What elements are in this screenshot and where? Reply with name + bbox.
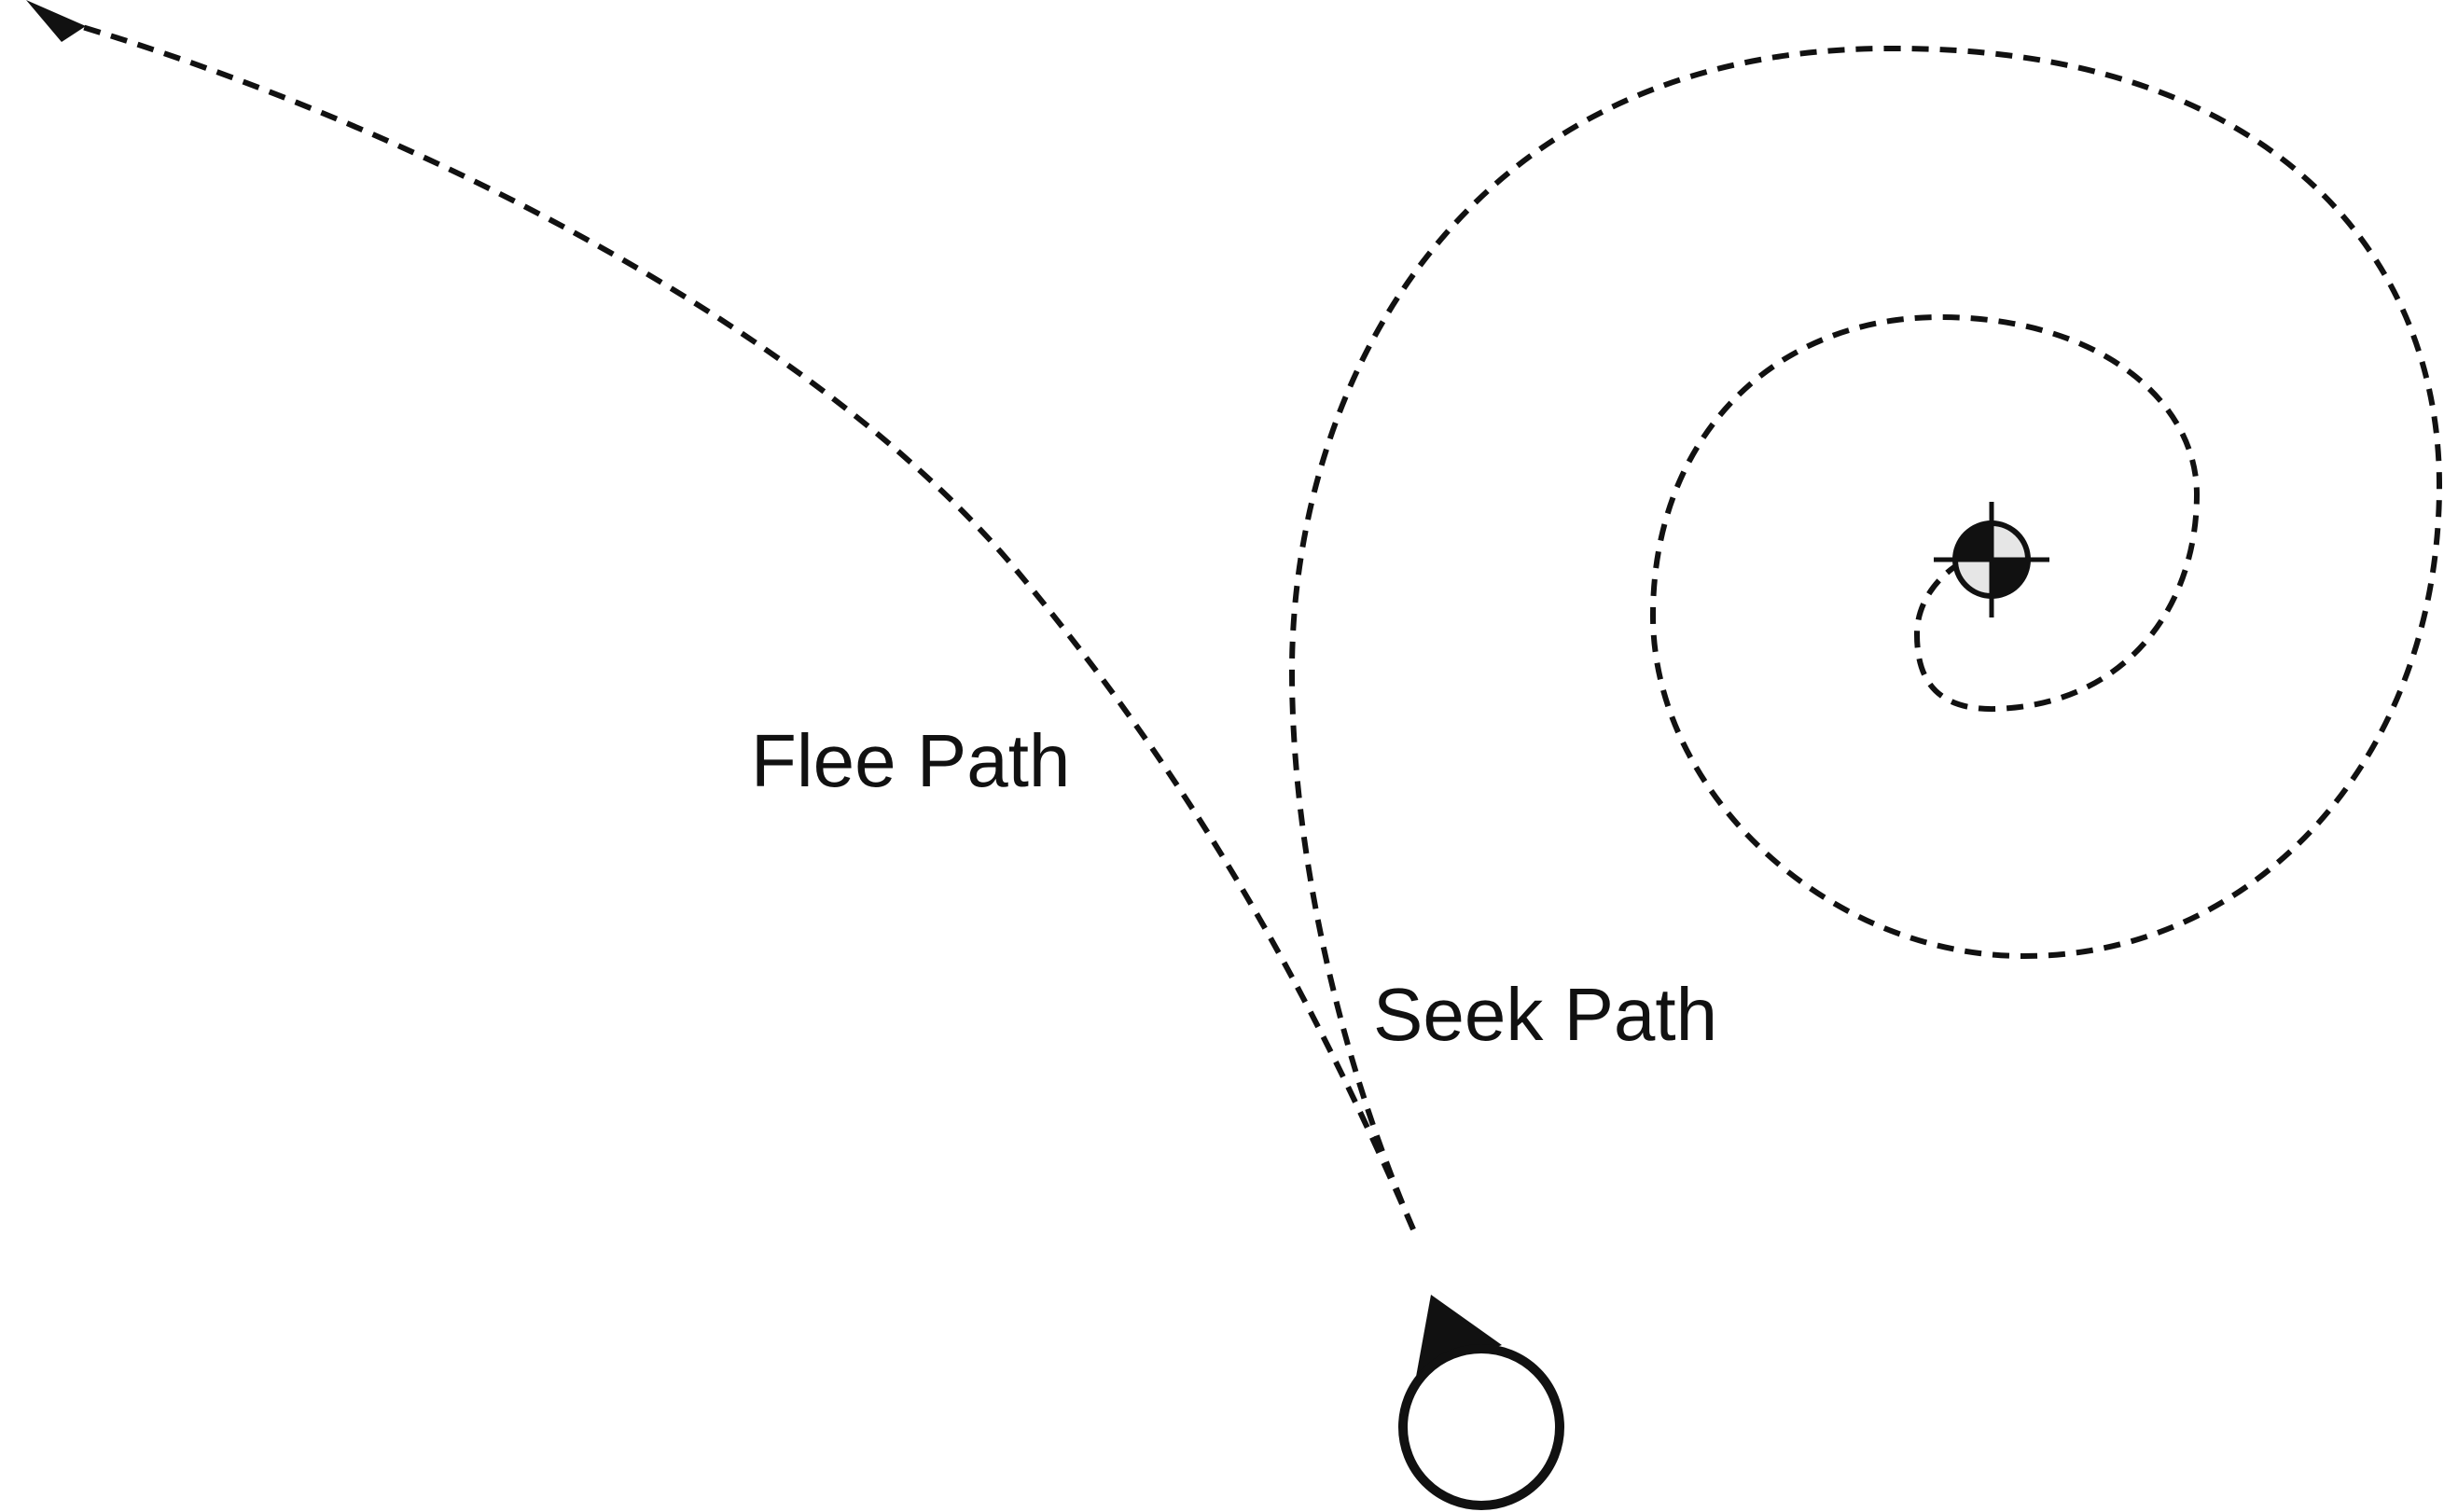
flee-path-label: Flee Path — [751, 719, 1070, 802]
agent-icon — [1398, 1295, 1564, 1510]
target-crosshair-icon — [1934, 502, 2049, 617]
arrowhead-icon — [26, 0, 86, 42]
flee-path — [69, 21, 1416, 1231]
seek-path-label: Seek Path — [1373, 973, 1717, 1056]
seek-path — [1288, 45, 2443, 1231]
